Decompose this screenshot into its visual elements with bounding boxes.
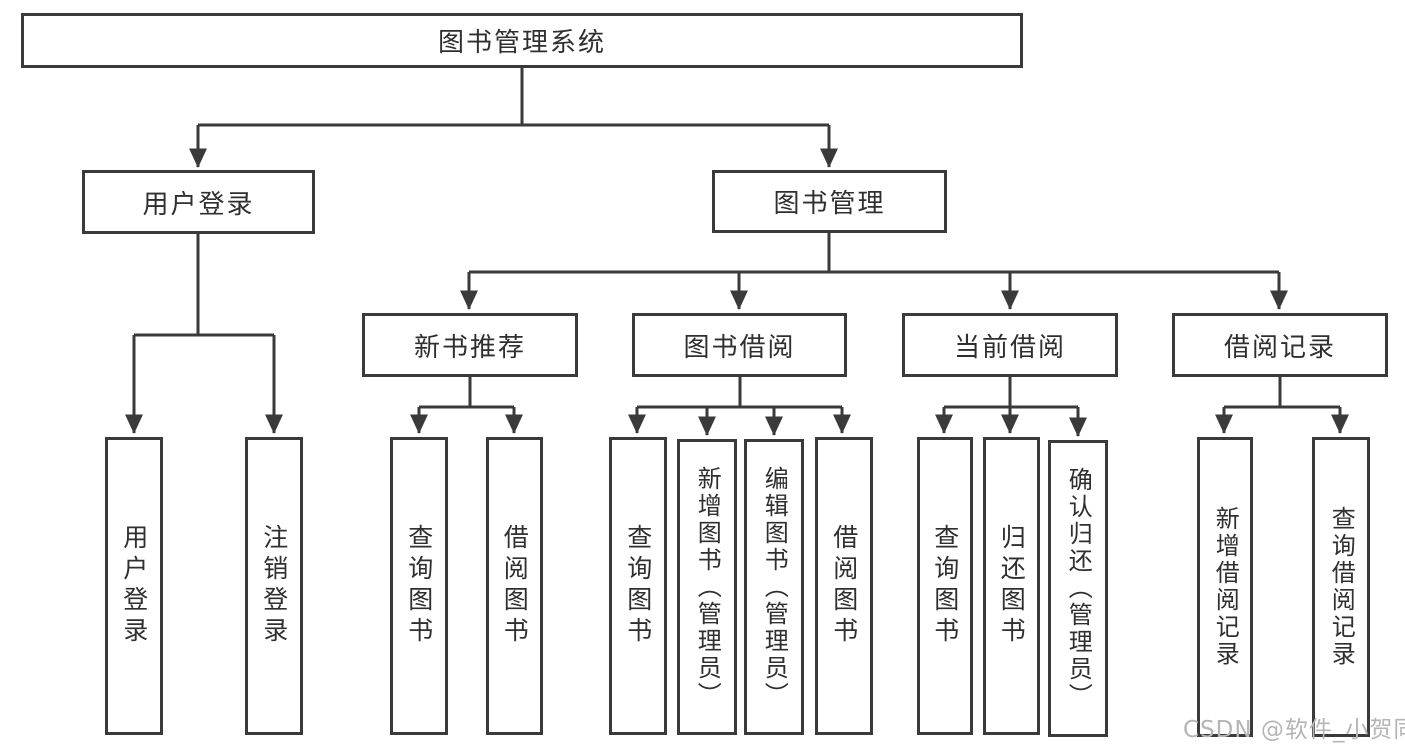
node-label: 查询借阅记录	[1327, 506, 1356, 668]
node-label: 新增借阅记录	[1211, 506, 1240, 668]
node-label: 新书推荐	[413, 332, 526, 363]
node-label: 图书借阅	[683, 332, 796, 363]
node-label: 归还图书	[997, 524, 1027, 648]
csdn-watermark: CSDN @软件_小贺同学	[1183, 717, 1405, 743]
leaf-edit-books-admin: 编辑图书（管理员）	[744, 439, 804, 735]
node-label: 新增图书（管理员）	[693, 465, 722, 709]
connector-book-management-branch	[460, 233, 1288, 310]
node-current-borrowing: 当前借阅	[902, 313, 1118, 377]
node-book-borrowing: 图书借阅	[632, 313, 847, 377]
connector-current-borrowing-branch	[935, 377, 1087, 437]
node-label: 图书管理	[773, 189, 886, 219]
node-label: 查询图书	[623, 524, 653, 648]
node-user-login: 用户登录	[82, 170, 315, 234]
leaf-logout: 注销登录	[245, 437, 303, 735]
node-label: 借阅图书	[829, 524, 859, 648]
leaf-user-login: 用户登录	[105, 437, 163, 735]
connector-book-borrowing-branch	[628, 377, 851, 436]
connector-user-login-branch	[125, 234, 283, 434]
node-new-book-recommendation: 新书推荐	[362, 313, 578, 377]
leaf-add-borrowing-record: 新增借阅记录	[1197, 437, 1253, 737]
leaf-borrow-books-borrowing: 借阅图书	[815, 437, 873, 735]
node-borrowing-records: 借阅记录	[1172, 313, 1388, 377]
leaf-query-books-recommend: 查询图书	[390, 437, 448, 735]
node-label: 查询图书	[404, 524, 434, 648]
leaf-return-books: 归还图书	[983, 437, 1040, 735]
node-label: 图书管理系统	[437, 28, 606, 58]
leaf-borrow-books-recommend: 借阅图书	[486, 437, 543, 735]
connector-new-book-branch	[410, 377, 523, 434]
node-label: 编辑图书（管理员）	[760, 465, 789, 709]
node-label: 借阅记录	[1223, 332, 1336, 363]
node-library-management-system: 图书管理系统	[21, 13, 1023, 68]
node-label: 用户登录	[142, 189, 255, 220]
leaf-query-borrowing-record: 查询借阅记录	[1312, 437, 1370, 737]
node-book-management: 图书管理	[712, 170, 947, 233]
leaf-query-books-borrowing: 查询图书	[609, 437, 667, 735]
node-label: 查询图书	[930, 524, 960, 648]
node-label: 借阅图书	[500, 524, 530, 648]
node-label: 注销登录	[259, 524, 289, 648]
node-label: 确认归还（管理员）	[1064, 467, 1093, 710]
node-label: 用户登录	[119, 524, 149, 648]
leaf-query-books-current: 查询图书	[917, 437, 973, 735]
leaf-add-books-admin: 新增图书（管理员）	[677, 439, 737, 735]
connector-root-branch	[189, 68, 838, 168]
node-label: 当前借阅	[953, 332, 1066, 363]
leaf-confirm-return-admin: 确认归还（管理员）	[1048, 440, 1108, 737]
connector-borrowing-records-branch	[1215, 377, 1349, 434]
